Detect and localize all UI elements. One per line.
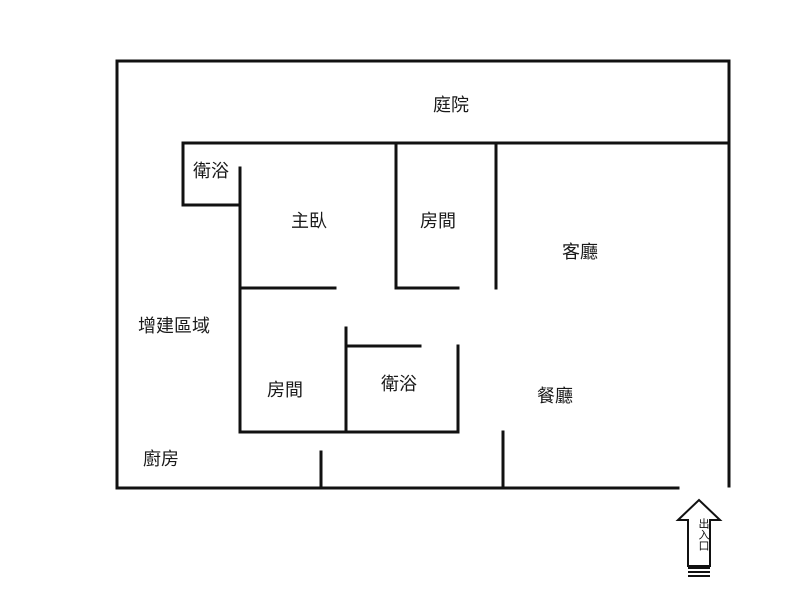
label-kitchen: 廚房 — [143, 449, 179, 470]
label-dining-room: 餐廳 — [537, 386, 573, 407]
label-entrance: 出入口 — [697, 518, 710, 551]
label-master-bedroom: 主臥 — [291, 211, 327, 232]
label-bath-top: 衛浴 — [193, 161, 229, 182]
label-living-room: 客廳 — [562, 242, 598, 263]
label-bath-bottom: 衛浴 — [381, 374, 417, 395]
entrance-arrow-outline — [675, 498, 723, 567]
label-room-top: 房間 — [420, 211, 456, 232]
label-courtyard: 庭院 — [433, 95, 469, 116]
up-arrow-icon — [675, 498, 723, 577]
label-room-bottom: 房間 — [267, 380, 303, 401]
label-extension-area: 增建區域 — [138, 316, 210, 337]
